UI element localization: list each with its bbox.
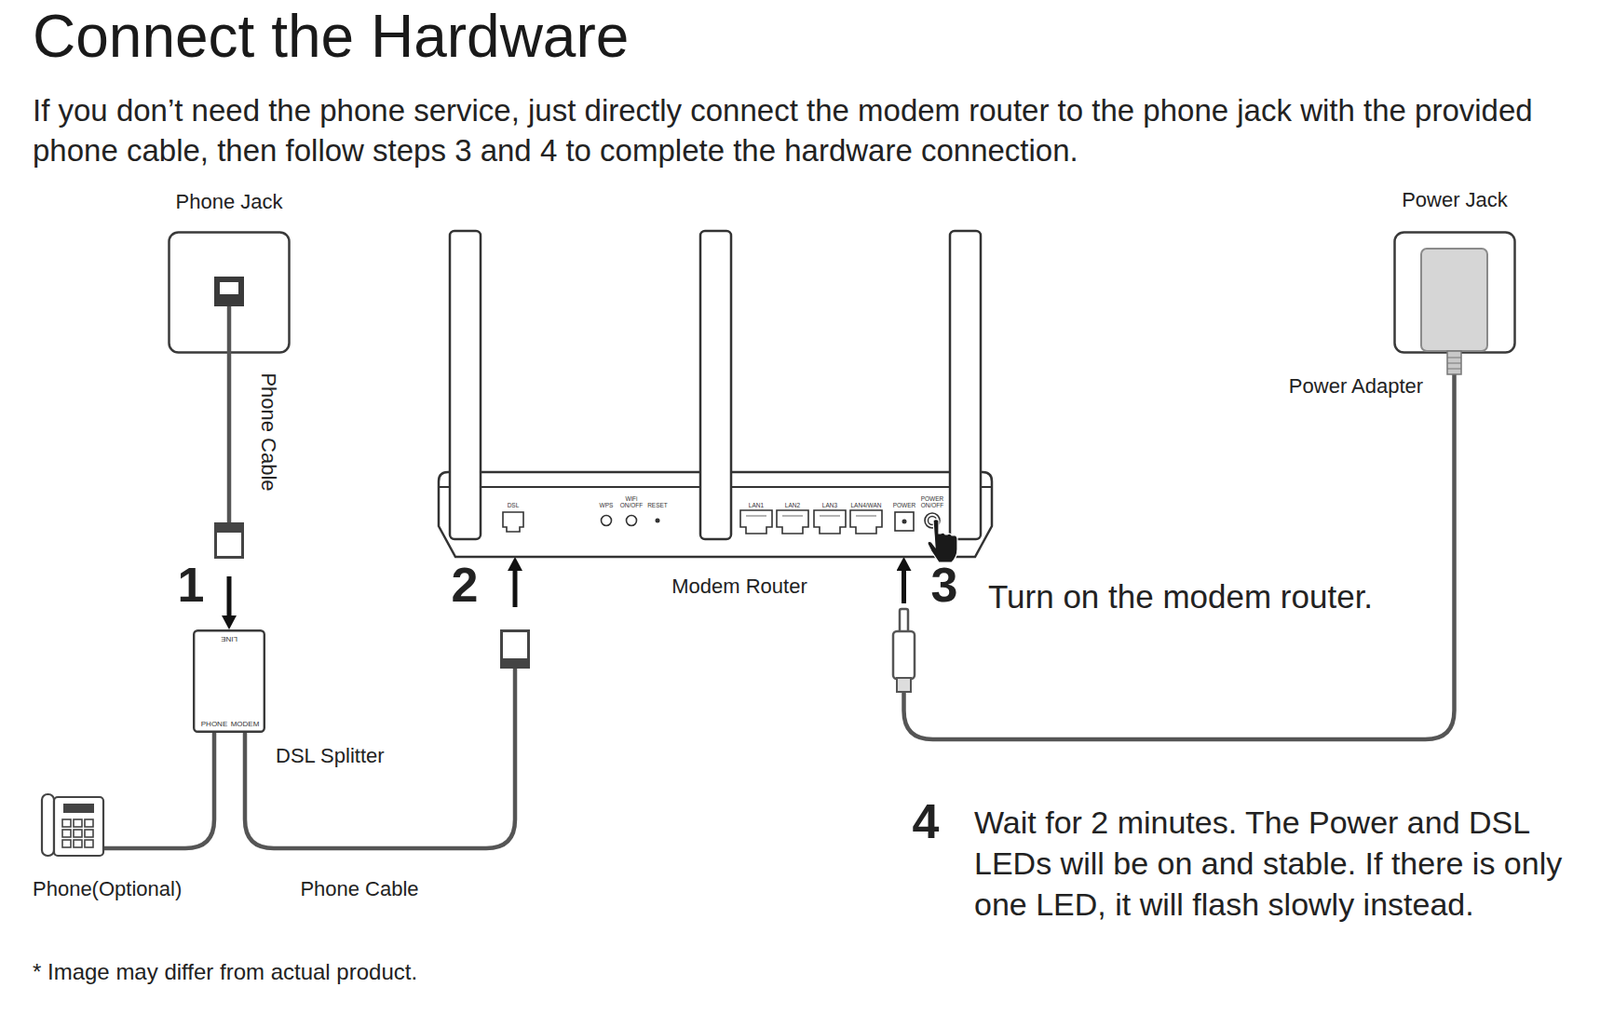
phone-icon: Phone(Optional) bbox=[40, 793, 105, 857]
port-label: LINE bbox=[220, 635, 238, 644]
node-label: Power Adapter bbox=[1288, 374, 1424, 398]
step-text: Turn on the modem router. bbox=[988, 578, 1373, 616]
callout-number: 1 bbox=[177, 557, 205, 614]
caption: If you don’t need the phone service, jus… bbox=[32, 90, 1587, 171]
power-adapter-outline bbox=[1420, 247, 1489, 353]
cable-line bbox=[227, 353, 232, 523]
node-label: Modem Router bbox=[671, 574, 808, 598]
step-arrow bbox=[513, 568, 518, 608]
node-label: Phone(Optional) bbox=[32, 877, 182, 901]
power-adapter: Power Adapter bbox=[1420, 247, 1489, 353]
modem-router: Modem RouterDSLWPSWiFi ON/OFFRESETLAN1LA… bbox=[438, 472, 992, 557]
node-label: Power Jack bbox=[1401, 188, 1508, 212]
power-jack: Power JackPower Adapter bbox=[1393, 230, 1517, 354]
title: Connect the Hardware bbox=[32, 1, 629, 71]
port-label: MODEM bbox=[230, 719, 260, 729]
port-label: LAN3 bbox=[822, 501, 838, 509]
callout-number: 2 bbox=[451, 557, 479, 614]
port-label: POWER bbox=[893, 501, 917, 509]
port-label: RESET bbox=[647, 501, 668, 509]
barrel-plug bbox=[893, 609, 915, 692]
cable-connector bbox=[229, 353, 231, 619]
dsl-splitter: DSL SplitterLINEPHONEMODEM bbox=[192, 629, 266, 733]
edge-label: Phone Cable bbox=[256, 372, 280, 491]
cable-connector bbox=[904, 352, 1455, 740]
cable-connector bbox=[104, 732, 215, 849]
node-label: DSL Splitter bbox=[275, 744, 385, 768]
cable-plug bbox=[214, 522, 245, 558]
phone-jack: Phone Jack bbox=[167, 230, 291, 354]
phone-icon-outline bbox=[40, 793, 105, 857]
step-text: Wait for 2 minutes. The Power and DSL LE… bbox=[974, 801, 1591, 925]
step-arrow bbox=[901, 568, 907, 604]
footnote: * Image may differ from actual product. bbox=[32, 959, 418, 986]
modem-router-outline bbox=[438, 472, 992, 557]
cable-line bbox=[104, 732, 215, 849]
port-label: LAN1 bbox=[748, 501, 764, 509]
port-label: LAN4/WAN bbox=[851, 501, 882, 509]
port-label: LAN2 bbox=[785, 501, 800, 509]
step-arrow bbox=[227, 576, 232, 619]
cable-plug bbox=[500, 631, 530, 670]
cable-line bbox=[244, 668, 516, 849]
cable-line bbox=[904, 352, 1455, 740]
port-label: DSL bbox=[507, 501, 520, 509]
edge-label: Phone Cable bbox=[299, 877, 419, 901]
dsl-splitter-outline bbox=[192, 629, 266, 733]
port-label: PHONE bbox=[201, 719, 228, 729]
port-label: POWER ON/OFF bbox=[919, 495, 946, 509]
callout-number: 3 bbox=[931, 557, 959, 614]
phone-jack-outline bbox=[167, 230, 291, 354]
callout-number: 4 bbox=[912, 794, 940, 851]
port-label: WPS bbox=[599, 501, 614, 509]
node-label: Phone Jack bbox=[176, 189, 284, 214]
port-label: WiFi ON/OFF bbox=[619, 495, 645, 509]
